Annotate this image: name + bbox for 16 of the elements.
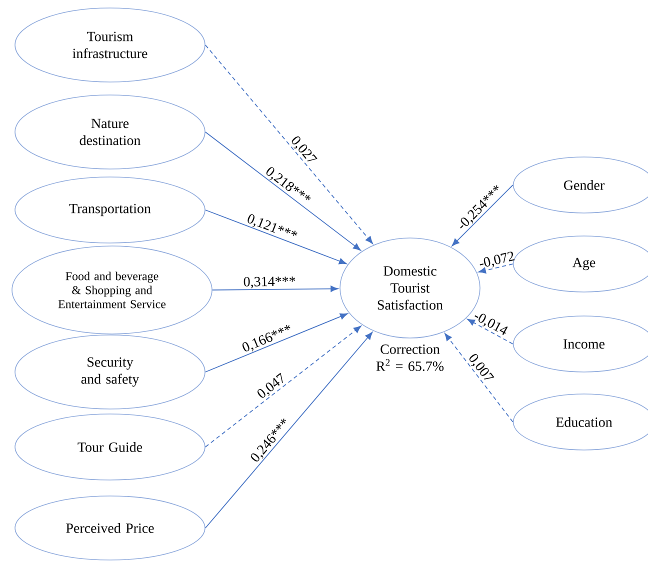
arrow [204,44,373,244]
arrow [204,326,362,448]
arrow [212,286,338,292]
fit-note: Correction R$^{2}$ = 65.7% [376,344,444,371]
edge-label: 0,314*** [244,276,296,288]
edge-label: 0,121*** [248,214,298,236]
edge-label: -0,072 [480,252,515,268]
arrow [204,313,348,372]
arrow [204,210,347,264]
arrow [444,333,514,422]
edge-label: -0,014 [474,314,508,335]
arrow [467,318,514,344]
arrow [478,264,514,274]
arrow [452,184,514,246]
arrow [204,332,373,528]
arrow [204,132,361,251]
